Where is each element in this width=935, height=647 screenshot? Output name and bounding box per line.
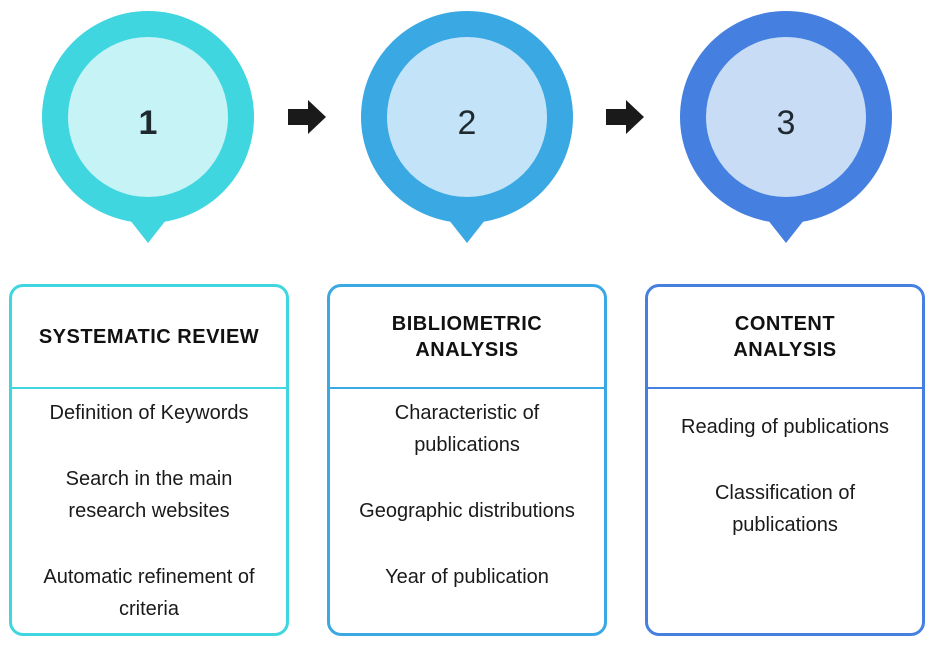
arrow-right-icon — [288, 100, 326, 134]
step-3-number: 3 — [776, 103, 796, 142]
step-2-title: BIBLIOMETRIC ANALYSIS — [330, 287, 604, 389]
list-item: Search in the main research websites — [65, 468, 233, 522]
step-1-box: SYSTEMATIC REVIEW Definition of Keywords… — [9, 284, 289, 636]
step-1-pin-shape — [42, 11, 254, 243]
arrow-right-icon — [606, 100, 644, 134]
list-item: Year of publication — [385, 566, 549, 588]
step-2-box: BIBLIOMETRIC ANALYSIS Characteristic of … — [327, 284, 607, 636]
step-1-number: 1 — [138, 103, 158, 142]
step-3-title-text: CONTENT ANALYSIS — [733, 313, 837, 361]
list-item: Geographic distributions — [359, 500, 575, 522]
step-2-marker: 2 — [357, 10, 577, 260]
step-3-items: Reading of publications Classification o… — [648, 389, 922, 541]
step-3-box: CONTENT ANALYSIS Reading of publications… — [645, 284, 925, 636]
step-2-pin-shape — [361, 11, 573, 243]
list-item: Definition of Keywords — [49, 402, 249, 424]
step-1-title-text: SYSTEMATIC REVIEW — [38, 326, 260, 348]
list-item: Automatic refinement of criteria — [43, 566, 255, 620]
step-1-title: SYSTEMATIC REVIEW — [12, 287, 286, 389]
step-2-items: Characteristic of publications Geographi… — [330, 389, 604, 593]
step-2-title-text: BIBLIOMETRIC ANALYSIS — [391, 313, 543, 361]
step-3-pin-shape — [680, 11, 892, 243]
step-1-marker: 1 — [38, 10, 258, 260]
list-item: Classification of publications — [714, 482, 856, 536]
list-item: Reading of publications — [681, 416, 889, 438]
list-item: Characteristic of publications — [394, 402, 540, 456]
step-2-number: 2 — [457, 103, 477, 142]
step-3-title: CONTENT ANALYSIS — [648, 287, 922, 389]
step-3-marker: 3 — [676, 10, 896, 260]
step-1-items: Definition of Keywords Search in the mai… — [12, 389, 286, 625]
